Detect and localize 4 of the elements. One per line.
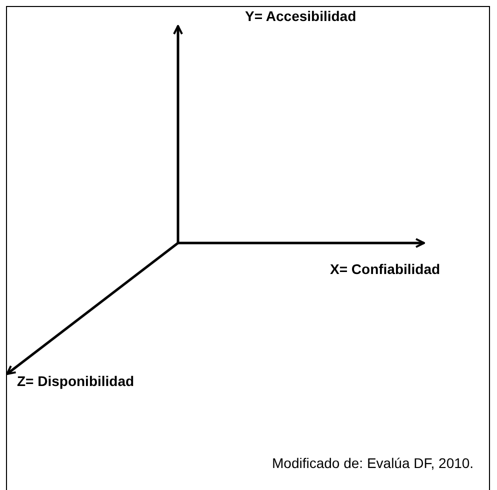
axis-label: Z= Disponibilidad: [17, 373, 134, 389]
axis-label: Y= Accesibilidad: [245, 8, 356, 24]
axis-label: X= Confiabilidad: [330, 261, 440, 277]
source-caption: Modificado de: Evalúa DF, 2010.: [272, 455, 474, 471]
